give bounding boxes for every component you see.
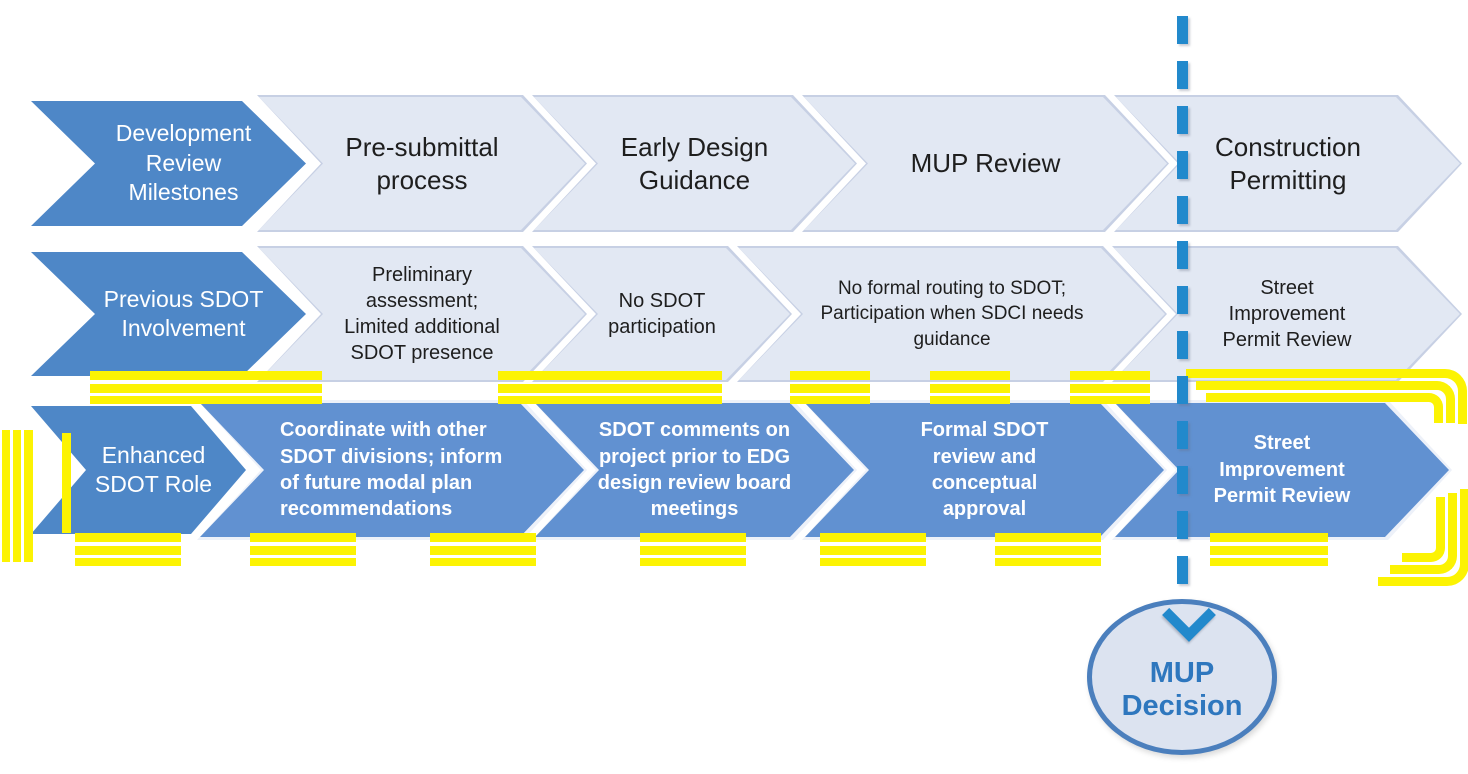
chevron-label: No formal routing to SDOT; Participation… — [820, 277, 1084, 350]
highlight-mark — [1210, 533, 1328, 566]
highlight-bracket — [1186, 369, 1467, 424]
highlight-mark — [62, 433, 71, 533]
chevron-street-improvement-enhanced: Street Improvement Permit Review — [1112, 400, 1452, 540]
chevron-street-improvement-previous: Street Improvement Permit Review — [1112, 246, 1462, 382]
highlight-mark — [250, 533, 356, 566]
highlight-mark — [930, 371, 1010, 404]
chevron-label: Pre-submittal process — [345, 132, 499, 195]
chevron-body: SDOT comments on project prior to EDG de… — [535, 403, 854, 537]
chevron-label: Street Improvement Permit Review — [1222, 277, 1352, 351]
chevron-label: Enhanced SDOT Role — [94, 441, 213, 497]
chevron-body: Pre-submittal process — [259, 97, 585, 230]
chevron-formal-sdot-review: Formal SDOT review and conceptual approv… — [802, 400, 1167, 540]
chevron-label: MUP Review — [910, 148, 1061, 179]
chevron-label: SDOT comments on project prior to EDG de… — [597, 419, 792, 521]
chevron-body: MUP Review — [804, 97, 1167, 230]
mup-decision-label: MUP Decision — [1121, 656, 1243, 722]
highlight-mark — [640, 533, 746, 566]
highlight-mark — [75, 533, 181, 566]
highlight-mark — [1070, 371, 1150, 404]
highlight-mark — [2, 430, 33, 562]
chevron-label: Coordinate with other SDOT divisions; in… — [280, 419, 503, 521]
highlight-bracket — [1378, 489, 1468, 586]
chevron-no-formal-routing: No formal routing to SDOT; Participation… — [737, 246, 1167, 382]
chevron-body: Previous SDOT Involvement — [31, 252, 306, 376]
chevron-label: Development Review Milestones — [115, 120, 252, 206]
chevron-label: No SDOT participation — [608, 290, 716, 338]
chevron-label: Preliminary assessment; Limited addition… — [344, 264, 500, 364]
highlight-mark — [820, 533, 926, 566]
chevron-mup-review: MUP Review — [802, 95, 1169, 232]
highlight-mark — [430, 533, 536, 566]
highlight-mark — [498, 371, 722, 404]
highlight-bracket — [1196, 381, 1455, 423]
label-chevron-milestones: Development Review Milestones — [25, 95, 312, 232]
chevron-pre-submittal: Pre-submittal process — [257, 95, 587, 232]
chevron-label: Previous SDOT Involvement — [103, 285, 264, 341]
chevron-coordinate-sdot-divisions: Coordinate with other SDOT divisions; in… — [197, 400, 587, 540]
highlight-mark — [995, 533, 1101, 566]
chevron-label: Formal SDOT review and conceptual approv… — [920, 419, 1049, 521]
chevron-body: No formal routing to SDOT; Participation… — [739, 248, 1165, 380]
chevron-body: Development Review Milestones — [31, 101, 306, 226]
chevron-sdot-comments-edg: SDOT comments on project prior to EDG de… — [532, 400, 857, 540]
chevron-body: Coordinate with other SDOT divisions; in… — [200, 403, 584, 537]
highlight-bracket — [1390, 493, 1457, 574]
highlight-bracket — [1402, 497, 1445, 562]
chevron-body: Formal SDOT review and conceptual approv… — [805, 403, 1164, 537]
dashed-timeline-line — [1177, 16, 1188, 608]
chevron-label: Early Design Guidance — [620, 132, 769, 195]
highlight-bracket — [1206, 393, 1443, 423]
highlight-mark — [90, 371, 322, 404]
chevron-label: Construction Permitting — [1215, 132, 1361, 195]
label-chevron-previous-sdot-involvement: Previous SDOT Involvement — [25, 246, 312, 382]
chevron-label: Street Improvement Permit Review — [1213, 432, 1351, 508]
mup-decision-circle: MUP Decision — [1087, 599, 1277, 755]
highlight-mark — [790, 371, 870, 404]
